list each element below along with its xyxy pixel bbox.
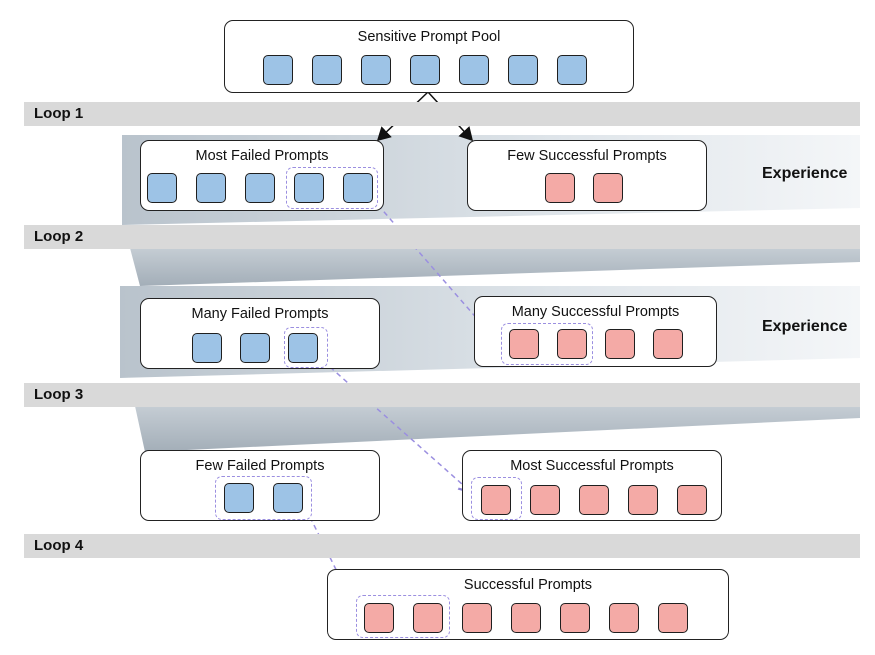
stage4-success-title: Successful Prompts — [463, 577, 593, 593]
failed-prompt-square — [288, 333, 318, 363]
successful-prompt-square — [481, 485, 511, 515]
stage3-success-title: Most Successful Prompts — [510, 458, 674, 474]
funnel-shape-2 — [130, 248, 860, 286]
selected-group-outline — [286, 167, 378, 209]
loop-band-1 — [24, 102, 860, 126]
successful-prompt-square — [609, 603, 639, 633]
successful-prompt-square — [530, 485, 560, 515]
failed-prompt-square — [459, 55, 489, 85]
failed-prompt-square — [263, 55, 293, 85]
many-failed-prompts-box: Many Failed Prompts — [140, 298, 380, 369]
loop-label-3: Loop 3 — [34, 386, 84, 403]
failed-prompt-square — [312, 55, 342, 85]
failed-prompt-square — [196, 173, 226, 203]
stage1-failed-title: Most Failed Prompts — [195, 148, 329, 164]
received-group-outline — [501, 323, 593, 365]
failed-prompt-square — [508, 55, 538, 85]
successful-prompt-square — [509, 329, 539, 359]
failed-prompt-square — [343, 173, 373, 203]
stage3-failed-title: Few Failed Prompts — [195, 458, 325, 474]
loop-label-4: Loop 4 — [34, 537, 84, 554]
failed-prompt-square — [147, 173, 177, 203]
pool-title: Sensitive Prompt Pool — [357, 29, 501, 45]
successful-prompt-square — [462, 603, 492, 633]
received-group-outline — [356, 595, 450, 638]
selected-group-outline — [215, 476, 312, 520]
failed-prompt-square — [361, 55, 391, 85]
successful-prompt-square — [579, 485, 609, 515]
few-successful-prompts-box: Few Successful Prompts — [467, 140, 707, 211]
stage2-success-title: Many Successful Prompts — [511, 304, 680, 320]
sensitive-prompt-pool-box: Sensitive Prompt Pool — [224, 20, 634, 93]
loop-label-1: Loop 1 — [34, 105, 84, 122]
successful-prompts-box: Successful Prompts — [327, 569, 729, 640]
failed-prompt-square — [224, 483, 254, 513]
successful-prompt-square — [677, 485, 707, 515]
successful-prompt-square — [653, 329, 683, 359]
successful-prompt-square — [557, 329, 587, 359]
successful-prompt-square — [545, 173, 575, 203]
most-successful-prompts-box: Most Successful Prompts — [462, 450, 722, 521]
failed-prompt-square — [410, 55, 440, 85]
loop-label-2: Loop 2 — [34, 228, 84, 245]
selected-group-outline — [284, 327, 328, 368]
failed-prompt-square — [294, 173, 324, 203]
loop-band-4 — [24, 534, 860, 558]
many-successful-prompts-box: Many Successful Prompts — [474, 296, 717, 367]
failed-prompt-square — [557, 55, 587, 85]
failed-prompt-square — [192, 333, 222, 363]
successful-prompt-square — [628, 485, 658, 515]
few-failed-prompts-box: Few Failed Prompts — [140, 450, 380, 521]
most-failed-prompts-box: Most Failed Prompts — [140, 140, 384, 211]
failed-prompt-square — [273, 483, 303, 513]
funnel-shape-3 — [135, 406, 860, 452]
experience-label-1: Experience — [762, 165, 848, 182]
failed-prompt-square — [240, 333, 270, 363]
loop-band-2 — [24, 225, 860, 249]
failed-prompt-square — [245, 173, 275, 203]
successful-prompt-square — [364, 603, 394, 633]
successful-prompt-square — [511, 603, 541, 633]
successful-prompt-square — [560, 603, 590, 633]
loop-band-3 — [24, 383, 860, 407]
successful-prompt-square — [605, 329, 635, 359]
stage2-failed-title: Many Failed Prompts — [191, 306, 329, 322]
experience-label-2: Experience — [762, 318, 848, 335]
received-group-outline — [471, 477, 522, 520]
successful-prompt-square — [593, 173, 623, 203]
stage1-success-title: Few Successful Prompts — [507, 148, 667, 164]
successful-prompt-square — [658, 603, 688, 633]
successful-prompt-square — [413, 603, 443, 633]
